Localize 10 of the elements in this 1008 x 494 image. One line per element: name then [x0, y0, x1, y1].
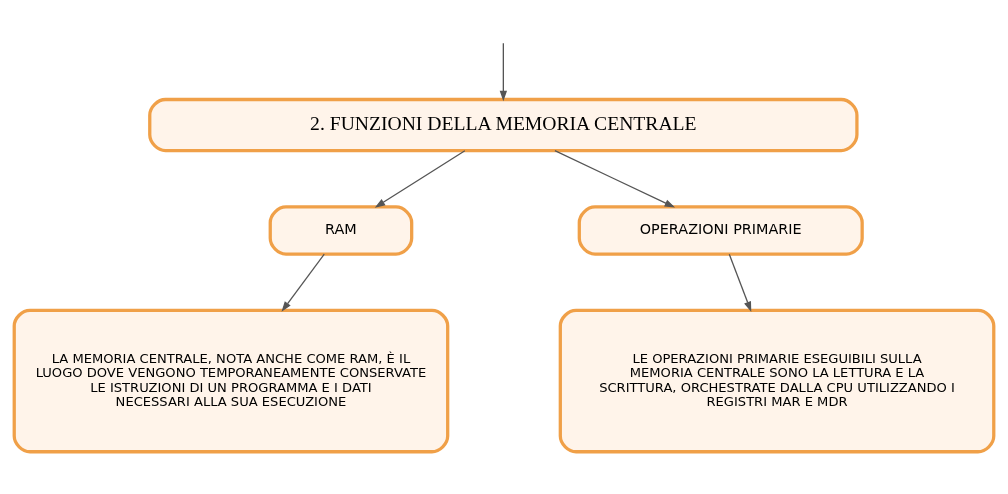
arrow: [728, 253, 752, 313]
arrow: [554, 150, 676, 208]
arrow: [281, 253, 325, 312]
node-box: LE OPERAZIONI PRIMARIE ESEGUIBILI SULLA MEMORIA CENTRALE SONO LA LETTURA E LA SCRITTURA, ORCHESTRATE DALLA CPU UTILIZZANDO I REGISTRI MAR E MDR: [558, 308, 996, 454]
arrow: [499, 42, 508, 102]
node-box: RAM: [268, 205, 414, 256]
node-box: 2. FUNZIONI DELLA MEMORIA CENTRALE: [148, 97, 859, 153]
node-box: OPERAZIONI PRIMARIE: [577, 205, 864, 256]
arrow: [374, 150, 466, 208]
node-box: LA MEMORIA CENTRALE, NOTA ANCHE COME RAM, È IL LUOGO DOVE VENGONO TEMPORANEAMENTE CONSERVATE LE ISTRUZIONI DI UN PROGRAMMA E I DATI NECESSARI ALLA SUA ESECUZIONE: [12, 308, 450, 454]
